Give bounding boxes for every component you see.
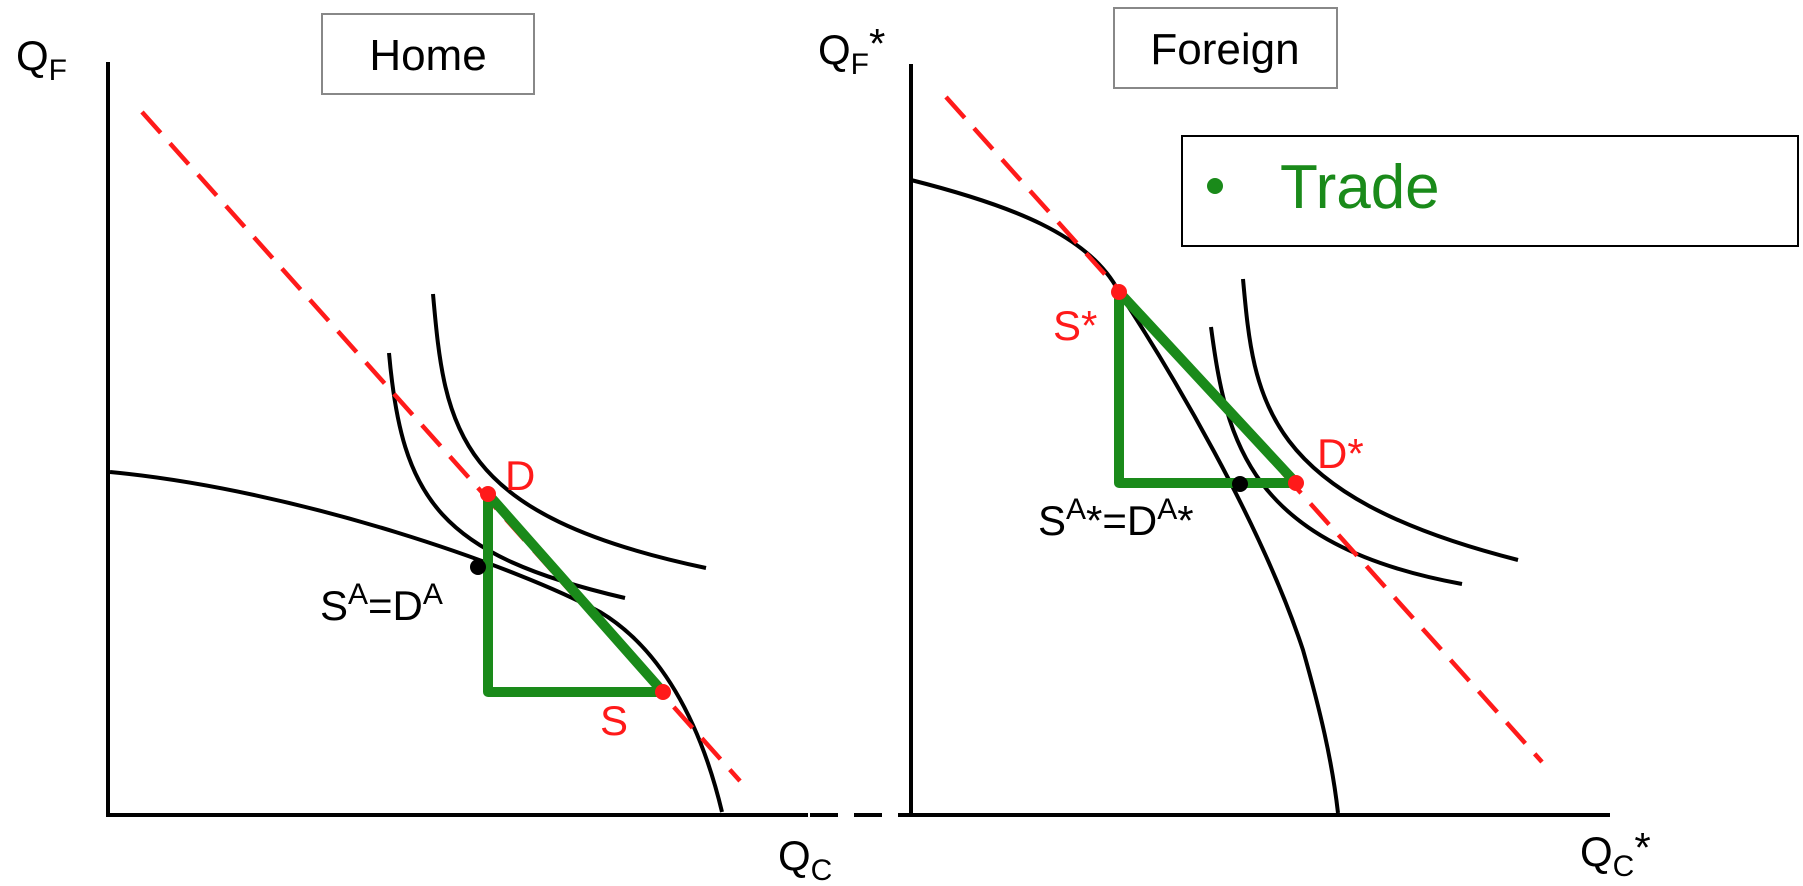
foreign-trade-triangle bbox=[1114, 287, 1301, 488]
foreign-autarky-point bbox=[1232, 476, 1248, 492]
home-indifference-curve-high bbox=[431, 293, 707, 570]
foreign-autarky-label: SA*=DA* bbox=[1038, 493, 1194, 544]
home-autarky-point bbox=[470, 559, 486, 575]
home-x-axis-label: QC bbox=[778, 832, 832, 886]
foreign-indifference-curve-high bbox=[1241, 278, 1519, 562]
home-price-line bbox=[140, 110, 742, 783]
home-trade-triangle bbox=[483, 489, 668, 697]
home-autarky-label: SA=DA bbox=[320, 578, 443, 629]
home-production-label: S bbox=[600, 697, 628, 744]
home-panel: Home QF QC D S SA=DA bbox=[16, 13, 832, 886]
home-consumption-label: D bbox=[505, 452, 535, 499]
home-title-box bbox=[321, 13, 535, 95]
foreign-y-axis-label: QF* bbox=[818, 20, 885, 81]
foreign-production-point bbox=[1111, 284, 1127, 300]
foreign-title: Foreign bbox=[1150, 25, 1299, 74]
foreign-consumption-point bbox=[1288, 475, 1304, 491]
foreign-consumption-label: D* bbox=[1317, 430, 1364, 477]
legend-label: Trade bbox=[1280, 153, 1440, 222]
home-ppf-curve bbox=[109, 470, 724, 813]
foreign-ppf-curve bbox=[910, 178, 1340, 814]
foreign-panel: Foreign QF* QC* S* D* SA*=DA* bbox=[818, 7, 1651, 883]
home-production-point bbox=[655, 684, 671, 700]
legend-bullet-icon bbox=[1207, 178, 1223, 194]
foreign-production-label: S* bbox=[1053, 302, 1097, 349]
legend: Trade bbox=[1181, 135, 1799, 247]
home-consumption-point bbox=[480, 486, 496, 502]
foreign-title-box bbox=[1113, 7, 1338, 89]
home-y-axis-label: QF bbox=[16, 32, 67, 87]
home-title: Home bbox=[369, 31, 486, 80]
legend-box bbox=[1181, 135, 1799, 247]
foreign-x-axis-label: QC* bbox=[1580, 824, 1651, 883]
